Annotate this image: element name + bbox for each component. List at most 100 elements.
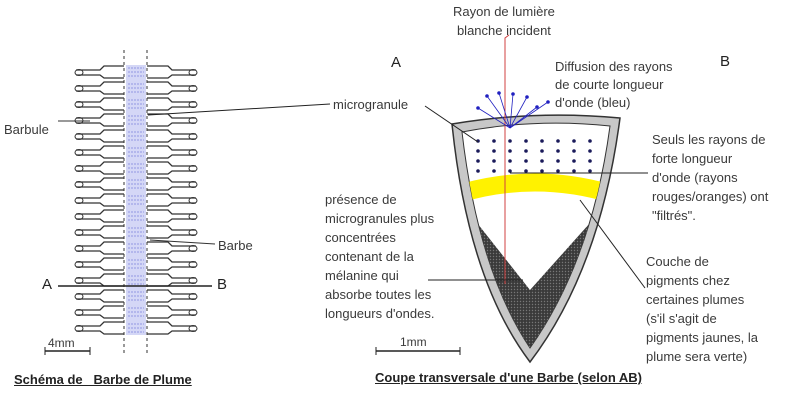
barbule-tip: [188, 181, 198, 188]
microgranule-dot: [524, 169, 528, 173]
barbule-tip: [74, 229, 84, 236]
blue-ray-tip: [535, 105, 539, 109]
barbule-left: [76, 129, 124, 143]
barbule-tip: [74, 149, 84, 156]
microgranule-dot: [588, 159, 592, 163]
barbule-tip: [188, 69, 198, 76]
barbule-tip: [74, 261, 84, 268]
point-b-right: B: [720, 53, 731, 70]
barbule-tip: [188, 101, 198, 108]
barbule-tip: [188, 245, 198, 252]
barbule-right: [147, 321, 196, 335]
incident-light-label: Rayon de lumière blanche incident: [453, 4, 555, 38]
barbule-tip: [74, 181, 84, 188]
blue-ray: [509, 93, 514, 129]
barbule-left: [76, 65, 124, 79]
microgranule-dot: [508, 169, 512, 173]
barbule-tip: [188, 229, 198, 236]
barbule-left: [76, 305, 124, 319]
blue-ray: [498, 92, 511, 129]
microgranule-dot: [588, 149, 592, 153]
microgranule-dot: [540, 139, 544, 143]
microgranule-dot: [540, 169, 544, 173]
pigment-label: Couche de pigments chez certaines plumes…: [646, 254, 759, 364]
microgranule-dot: [556, 149, 560, 153]
barbule-label: Barbule: [4, 122, 49, 137]
barbule-tip: [74, 101, 84, 108]
blue-ray: [509, 101, 549, 129]
barbule-right: [147, 65, 196, 79]
barb-shaft: [126, 65, 146, 335]
barbule-tip: [74, 213, 84, 220]
barbule-left: [76, 161, 124, 175]
diffusion-label: Diffusion des rayons de courte longueur …: [555, 59, 673, 110]
microgranule-dot: [588, 139, 592, 143]
microgranule-dot: [540, 149, 544, 153]
barbule-tip: [188, 149, 198, 156]
scale-label-right: 1mm: [400, 335, 427, 349]
left-title: Schéma de Barbe de Plume: [14, 372, 192, 387]
barbule-tip: [188, 325, 198, 332]
blue-ray-tip: [476, 106, 480, 110]
barbule-tip: [74, 85, 84, 92]
microgranule-pointer: [424, 105, 479, 143]
barbule-right: [147, 209, 196, 223]
microgranule-dot: [540, 159, 544, 163]
barbule-tip: [188, 277, 198, 284]
barbule-right: [147, 193, 196, 207]
barbule-left: [76, 241, 124, 255]
barbe-label: Barbe: [218, 238, 253, 253]
barbule-left: [76, 145, 124, 159]
microgranule-dot: [556, 169, 560, 173]
microgranule-dot: [508, 159, 512, 163]
microgranule-dot: [492, 139, 496, 143]
barbule-left: [76, 81, 124, 95]
barbule-tip: [74, 293, 84, 300]
barbule-left: [76, 225, 124, 239]
microgranule-dot: [572, 149, 576, 153]
barbule-left: [76, 257, 124, 271]
barbule-left: [76, 113, 124, 127]
right-title: Coupe transversale d'une Barbe (selon AB…: [375, 370, 643, 385]
light-ray: [504, 34, 510, 284]
microgranule-dot: [556, 159, 560, 163]
barbule-right: [147, 81, 196, 95]
barbule-tip: [74, 245, 84, 252]
microgranule-dot: [572, 169, 576, 173]
blue-ray: [486, 95, 511, 129]
barbule-right: [147, 241, 196, 255]
microgranule-dot: [572, 139, 576, 143]
barbule-right: [147, 177, 196, 191]
barbule-tip: [188, 261, 198, 268]
blue-ray-tip: [485, 94, 489, 98]
barbule-left: [76, 209, 124, 223]
microgranule-label: microgranule: [333, 97, 409, 112]
barbule-left: [76, 321, 124, 335]
microgranule-dot: [508, 149, 512, 153]
barbule-tip: [188, 165, 198, 172]
point-b-left: B: [217, 276, 228, 293]
barbule-tip: [74, 165, 84, 172]
blue-diffusion-rays: [476, 91, 550, 129]
barbule-tip: [188, 85, 198, 92]
microgranule-dot: [588, 169, 592, 173]
microgranule-pointer-left: [147, 103, 331, 116]
barbule-tip: [188, 197, 198, 204]
barbule-right: [147, 257, 196, 271]
barbule-right: [147, 225, 196, 239]
barbule-left: [76, 177, 124, 191]
pigment-pointer: [579, 199, 646, 289]
barbule-tip: [188, 293, 198, 300]
microgranule-dot: [492, 169, 496, 173]
scale-label-left: 4mm: [48, 336, 75, 350]
blue-ray-tip: [497, 91, 501, 95]
barbule-right: [147, 305, 196, 319]
blue-ray-tip: [511, 92, 515, 96]
barbule-tip: [74, 277, 84, 284]
microgranules: [476, 139, 592, 173]
barbe-pointer: [149, 239, 216, 245]
blue-ray-tip: [546, 100, 550, 104]
barbule-tip: [74, 325, 84, 332]
barbule-right: [147, 145, 196, 159]
